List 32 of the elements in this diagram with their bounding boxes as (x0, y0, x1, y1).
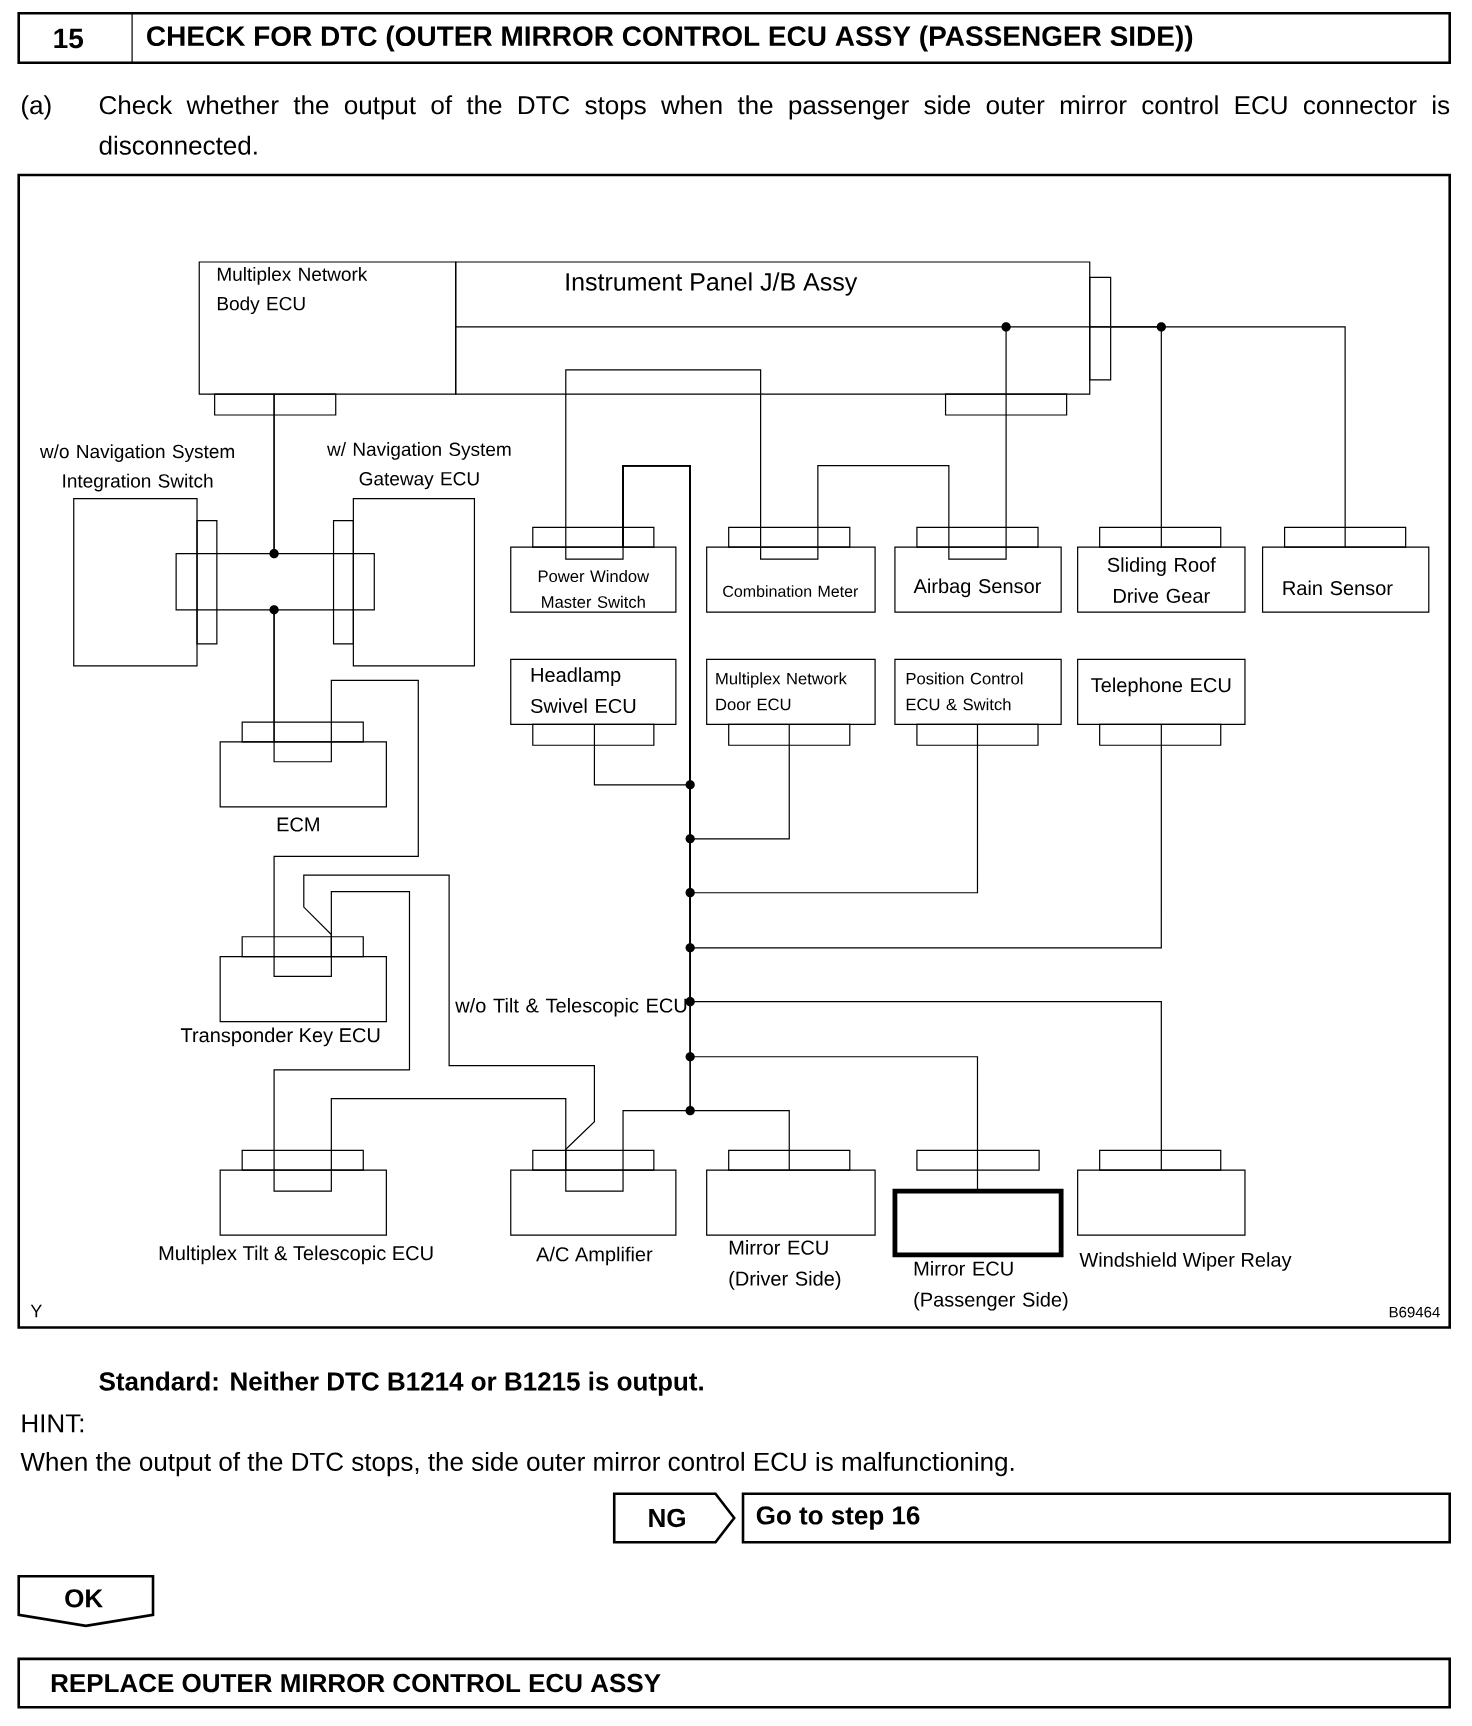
wire (330, 1098, 567, 1171)
component-label: Mirror ECU (Passenger Side) (914, 1261, 1068, 1311)
component-label: Mirror ECU (Driver Side) (729, 1240, 841, 1290)
hint-text: When the output of the DTC stops, the side outer mirror control ECU is malfunctioning. (20, 1451, 1014, 1477)
hint-heading: HINT: (22, 1414, 84, 1433)
component-label: NG (649, 1508, 686, 1528)
wire (760, 393, 762, 548)
component-label: Transponder Key ECU (181, 1027, 380, 1047)
wire (1089, 326, 1346, 548)
component-label: w/ Navigation System Gateway ECU (327, 442, 511, 490)
component-label: OK (65, 1589, 104, 1608)
wire (273, 609, 355, 743)
instruction-text: Check whether the output of the DTC stops when the passenger side outer mirror control ECU connector is disconnected. (99, 95, 1450, 155)
component-label: w/o Navigation System Integration Switch (40, 444, 235, 492)
component-label: 15 (54, 28, 84, 49)
wire (1005, 393, 1007, 548)
figure-mark: Y (30, 1304, 43, 1318)
step-letter: (a) (22, 95, 51, 120)
wire (273, 393, 355, 555)
component-label: REPLACE OUTER MIRROR CONTROL ECU ASSY (52, 1673, 661, 1693)
component-label: Go to step 16 (756, 1506, 920, 1530)
figure-code: B69464 (1389, 1306, 1440, 1318)
component-label: CHECK FOR DTC (OUTER MIRROR CONTROL ECU ASSY (PASSENGER SIDE)) (147, 25, 1193, 52)
component-label: Windshield Wiper Relay (1079, 1252, 1292, 1271)
wire (565, 393, 567, 548)
edge-label: w/o Tilt & Telescopic ECU (455, 997, 687, 1017)
wire (817, 465, 950, 548)
component-label: Multiplex Tilt & Telescopic ECU (159, 1245, 433, 1265)
standard-text: Standard: Neither DTC B1214 or B1215 is output. (99, 1371, 704, 1396)
component-label: ECM (277, 817, 319, 832)
component-label: A/C Amplifier (536, 1246, 653, 1266)
wire (622, 465, 691, 1171)
